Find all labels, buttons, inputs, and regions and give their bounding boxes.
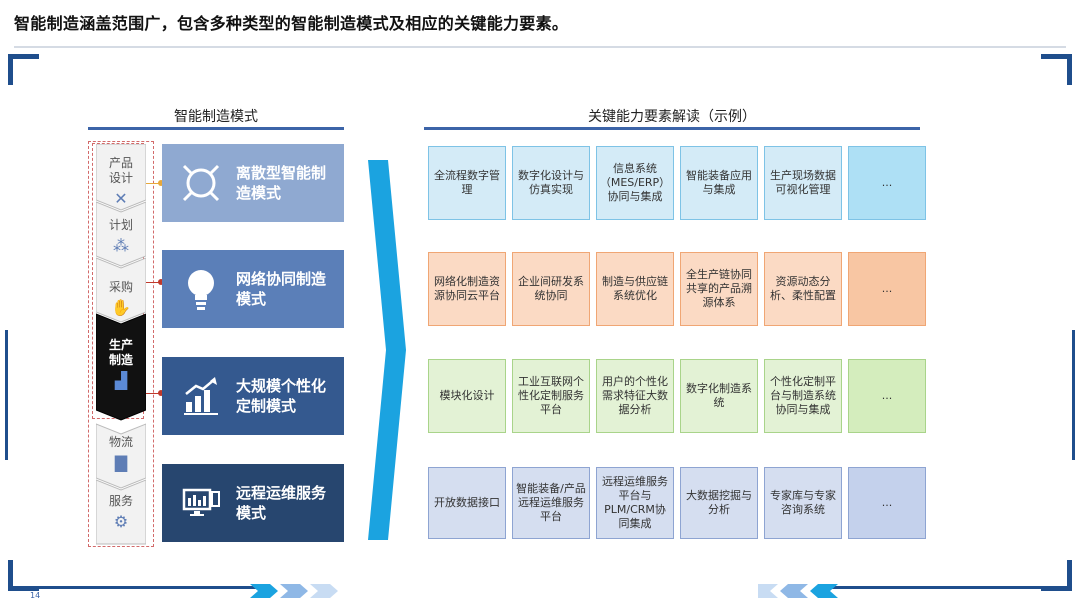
grid-cell: 智能装备应用与集成 bbox=[680, 146, 758, 220]
process-chevrons bbox=[96, 144, 146, 545]
lightbulb-icon bbox=[176, 264, 226, 314]
mode-label: 远程运维服务模式 bbox=[236, 484, 327, 522]
corner-bracket-bottom-right bbox=[1041, 560, 1072, 591]
corner-bracket-top-left bbox=[8, 54, 39, 85]
mode-label: 网络协同制造模式 bbox=[236, 270, 327, 308]
grid-cell: 专家库与专家咨询系统 bbox=[764, 467, 842, 539]
grid-cell: 全流程数字管理 bbox=[428, 146, 506, 220]
connector-dot bbox=[158, 180, 164, 186]
mode-label: 大规模个性化定制模式 bbox=[236, 377, 327, 415]
left-heading-rule bbox=[88, 127, 344, 130]
remote-monitor-icon bbox=[176, 478, 226, 528]
process-chain-outline bbox=[88, 141, 154, 547]
grid-cell: 远程运维服务平台与PLM/CRM协同集成 bbox=[596, 467, 674, 539]
grid-cell: 工业互联网个性化定制服务平台 bbox=[512, 359, 590, 433]
process-step-label: 服务 bbox=[108, 494, 133, 508]
process-step-production: 生产制造 ▟ bbox=[96, 338, 146, 390]
grid-cell: ... bbox=[848, 252, 926, 326]
corner-bracket-top-right bbox=[1041, 54, 1072, 85]
mode-mass-customization: 大规模个性化定制模式 bbox=[162, 357, 344, 435]
grid-cell: 模块化设计 bbox=[428, 359, 506, 433]
connector-line bbox=[146, 183, 164, 184]
grid-cell: 资源动态分析、柔性配置 bbox=[764, 252, 842, 326]
process-step-service: 服务 ⚙ bbox=[96, 494, 146, 531]
process-step-plan: 计划 ⁂ bbox=[96, 218, 146, 255]
right-edge-accent bbox=[1072, 330, 1075, 460]
process-step-design: 产品设计 ✕ bbox=[96, 156, 146, 208]
discrete-arrows-icon bbox=[176, 158, 226, 208]
mode-network-collab: 网络协同制造模式 bbox=[162, 250, 344, 328]
grid-cell: 大数据挖掘与分析 bbox=[680, 467, 758, 539]
grid-cell: 用户的个性化需求特征大数据分析 bbox=[596, 359, 674, 433]
grid-cell: ... bbox=[848, 359, 926, 433]
logistics-truck-icon: ▇ bbox=[114, 453, 128, 472]
process-step-procurement: 采购 ✋ bbox=[96, 280, 146, 317]
grid-cell: ... bbox=[848, 467, 926, 539]
grid-cell: 开放数据接口 bbox=[428, 467, 506, 539]
grid-cell: 智能装备/产品远程运维服务平台 bbox=[512, 467, 590, 539]
grid-cell: 网络化制造资源协同云平台 bbox=[428, 252, 506, 326]
grid-cell: 制造与供应链系统优化 bbox=[596, 252, 674, 326]
corner-bracket-bottom-left bbox=[8, 560, 39, 591]
process-step-label: 产品设计 bbox=[108, 156, 133, 185]
footer-arrows-right bbox=[758, 584, 838, 598]
production-machine-icon: ▟ bbox=[114, 371, 128, 390]
process-step-label: 计划 bbox=[108, 218, 133, 232]
mode-remote-ops: 远程运维服务模式 bbox=[162, 464, 344, 542]
left-heading: 智能制造模式 bbox=[174, 109, 258, 125]
process-step-label: 生产制造 bbox=[108, 338, 133, 367]
grid-cell: 企业间研发系统协同 bbox=[512, 252, 590, 326]
left-edge-accent bbox=[5, 330, 8, 460]
connector-line bbox=[146, 393, 164, 394]
grid-cell: 全生产链协同共享的产品溯源体系 bbox=[680, 252, 758, 326]
plan-nodes-icon: ⁂ bbox=[113, 236, 129, 255]
grid-cell: ... bbox=[848, 146, 926, 220]
mode-label: 离散型智能制造模式 bbox=[236, 164, 327, 202]
grid-cell: 数字化设计与仿真实现 bbox=[512, 146, 590, 220]
connector-dot bbox=[158, 279, 164, 285]
page-number: 14 bbox=[30, 591, 41, 600]
title-divider bbox=[14, 46, 1066, 48]
process-step-label: 物流 bbox=[108, 435, 133, 449]
big-chevron-arrow bbox=[368, 160, 406, 540]
process-step-label: 采购 bbox=[108, 280, 133, 294]
mode-discrete: 离散型智能制造模式 bbox=[162, 144, 344, 222]
process-step-logistics: 物流 ▇ bbox=[96, 435, 146, 472]
grid-cell: 生产现场数据可视化管理 bbox=[764, 146, 842, 220]
slide-title: 智能制造涵盖范围广，包含多种类型的智能制造模式及相应的关键能力要素。 bbox=[14, 14, 569, 33]
right-heading-rule bbox=[424, 127, 920, 130]
procurement-hand-icon: ✋ bbox=[111, 298, 131, 317]
right-heading: 关键能力要素解读（示例） bbox=[588, 109, 756, 125]
connector-dot bbox=[158, 390, 164, 396]
footer-stripe-right bbox=[830, 586, 1050, 589]
service-tools-icon: ⚙ bbox=[113, 512, 129, 531]
footer-stripe-left bbox=[30, 586, 260, 589]
grid-cell: 信息系统（MES/ERP）协同与集成 bbox=[596, 146, 674, 220]
connector-line bbox=[146, 282, 164, 283]
bar-chart-growth-icon bbox=[176, 371, 226, 421]
grid-cell: 数字化制造系统 bbox=[680, 359, 758, 433]
grid-cell: 个性化定制平台与制造系统协同与集成 bbox=[764, 359, 842, 433]
design-cross-icon: ✕ bbox=[114, 189, 128, 208]
footer-arrows-left bbox=[250, 584, 338, 598]
